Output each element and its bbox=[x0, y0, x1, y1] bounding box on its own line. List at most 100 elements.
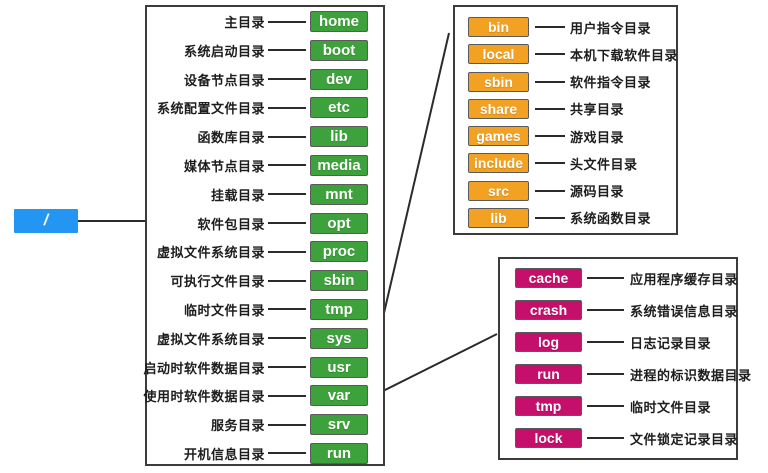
directory-description-label: 软件指令目录 bbox=[570, 75, 652, 91]
directory-description-label: 服务目录 bbox=[210, 418, 265, 434]
directory-description-label: 用户指令目录 bbox=[570, 20, 652, 36]
connector-line bbox=[268, 279, 306, 282]
directory-row: log 日志记录目录 bbox=[500, 332, 736, 352]
directory-description-label: 临时文件目录 bbox=[630, 399, 712, 415]
directory-description-label: 函数库目录 bbox=[197, 130, 265, 146]
connector-line bbox=[587, 309, 624, 311]
directory-description-label: 软件包目录 bbox=[197, 216, 265, 232]
connector-line bbox=[587, 277, 624, 279]
connector-line bbox=[535, 26, 565, 28]
directory-row: 可执行文件目录 sbin bbox=[147, 270, 383, 292]
directory-node: usr bbox=[310, 356, 368, 378]
directory-node: lock bbox=[515, 428, 582, 448]
directory-row: local 本机下载软件目录 bbox=[455, 44, 679, 65]
directory-description-label: 系统配置文件目录 bbox=[156, 101, 265, 117]
directory-node: srv bbox=[310, 414, 368, 436]
directory-node: src bbox=[468, 180, 529, 201]
directory-row: 系统启动目录 boot bbox=[147, 39, 383, 61]
directory-description-label: 虚拟文件系统目录 bbox=[156, 245, 265, 261]
directory-node: boot bbox=[310, 39, 368, 61]
directory-description-label: 源码目录 bbox=[570, 184, 625, 200]
directory-node: etc bbox=[310, 97, 368, 119]
directory-description-label: 使用时软件数据目录 bbox=[143, 389, 265, 405]
connector-line bbox=[268, 366, 306, 369]
directory-row: include 头文件目录 bbox=[455, 153, 676, 174]
directory-row: 挂载目录 mnt bbox=[147, 183, 383, 205]
directory-row: 软件包目录 opt bbox=[147, 212, 383, 234]
directory-node: home bbox=[310, 11, 368, 32]
directory-node: lib bbox=[468, 207, 529, 228]
connector-line bbox=[268, 222, 306, 225]
directory-row: 虚拟文件系统目录 proc bbox=[147, 241, 383, 263]
directory-node: sys bbox=[310, 327, 368, 349]
directory-node: dev bbox=[310, 68, 368, 90]
directory-description-label: 头文件目录 bbox=[570, 156, 638, 172]
directory-description-label: 媒体节点目录 bbox=[183, 158, 265, 174]
directory-node: run bbox=[310, 442, 368, 464]
usr-subdirectories-panel: bin 用户指令目录 local 本机下载软件目录 sbin 软件指令目录 sh… bbox=[453, 5, 678, 235]
directory-row: run 进程的标识数据目录 bbox=[500, 364, 751, 384]
directory-node: sbin bbox=[310, 270, 368, 292]
connector-line bbox=[268, 452, 306, 455]
directory-description-label: 临时文件目录 bbox=[183, 302, 265, 318]
connector-line bbox=[268, 135, 306, 138]
directory-node: tmp bbox=[515, 396, 582, 416]
directory-row: games 游戏目录 bbox=[455, 126, 676, 147]
connector-line bbox=[535, 107, 565, 110]
directory-description-label: 虚拟文件系统目录 bbox=[156, 331, 265, 347]
directory-row: lib 系统函数目录 bbox=[455, 207, 676, 228]
directory-row: bin 用户指令目录 bbox=[455, 17, 676, 37]
connector-line bbox=[535, 189, 565, 192]
directory-description-label: 主目录 bbox=[224, 15, 265, 30]
directory-description-label: 共享目录 bbox=[570, 102, 625, 118]
directory-node: include bbox=[468, 153, 529, 174]
connector-line bbox=[587, 341, 624, 343]
directory-description-label: 应用程序缓存目录 bbox=[630, 271, 739, 287]
directory-node: mnt bbox=[310, 183, 368, 205]
directory-row: 服务目录 srv bbox=[147, 414, 383, 436]
var-to-panel-connector-line bbox=[370, 333, 498, 398]
directory-description-label: 挂载目录 bbox=[210, 187, 265, 203]
directory-node: media bbox=[310, 154, 368, 176]
directory-row: share 共享目录 bbox=[455, 98, 676, 119]
directory-node: var bbox=[310, 385, 368, 407]
directory-row: 系统配置文件目录 etc bbox=[147, 97, 383, 119]
connector-line bbox=[268, 394, 306, 397]
directory-row: 临时文件目录 tmp bbox=[147, 298, 383, 320]
directory-description-label: 本机下载软件目录 bbox=[570, 47, 679, 63]
connector-line bbox=[587, 405, 624, 407]
directory-node: opt bbox=[310, 212, 368, 234]
directory-row: 媒体节点目录 media bbox=[147, 154, 383, 176]
connector-line bbox=[268, 78, 306, 81]
directory-row: sbin 软件指令目录 bbox=[455, 71, 676, 92]
directory-row: lock 文件锁定记录目录 bbox=[500, 428, 739, 448]
directory-row: crash 系统错误信息目录 bbox=[500, 300, 739, 320]
directory-description-label: 进程的标识数据目录 bbox=[630, 367, 752, 383]
directory-row: tmp 临时文件目录 bbox=[500, 396, 736, 416]
connector-line bbox=[587, 373, 624, 375]
directory-row: 使用时软件数据目录 var bbox=[143, 385, 383, 407]
directory-row: 开机信息目录 run bbox=[147, 442, 383, 464]
directory-row: src 源码目录 bbox=[455, 180, 676, 201]
connector-line bbox=[268, 20, 306, 23]
directory-row: cache 应用程序缓存目录 bbox=[500, 268, 739, 288]
connector-line bbox=[268, 423, 306, 426]
connector-line bbox=[268, 337, 306, 340]
directory-node: cache bbox=[515, 268, 582, 288]
directory-description-label: 系统错误信息目录 bbox=[630, 303, 739, 319]
connector-line bbox=[268, 193, 306, 196]
directory-row: 启动时软件数据目录 usr bbox=[143, 356, 383, 378]
directory-row: 设备节点目录 dev bbox=[147, 68, 383, 90]
directory-node: tmp bbox=[310, 298, 368, 320]
var-subdirectories-panel: cache 应用程序缓存目录 crash 系统错误信息目录 log 日志记录目录… bbox=[498, 257, 751, 460]
connector-line bbox=[268, 308, 306, 311]
directory-description-label: 启动时软件数据目录 bbox=[143, 360, 265, 376]
connector-line bbox=[268, 164, 306, 167]
directory-description-label: 文件锁定记录目录 bbox=[630, 431, 739, 447]
connector-line bbox=[268, 106, 306, 109]
connector-line bbox=[535, 135, 565, 138]
directory-node: bin bbox=[468, 17, 529, 37]
connector-line bbox=[587, 437, 624, 439]
connector-line bbox=[268, 250, 306, 253]
